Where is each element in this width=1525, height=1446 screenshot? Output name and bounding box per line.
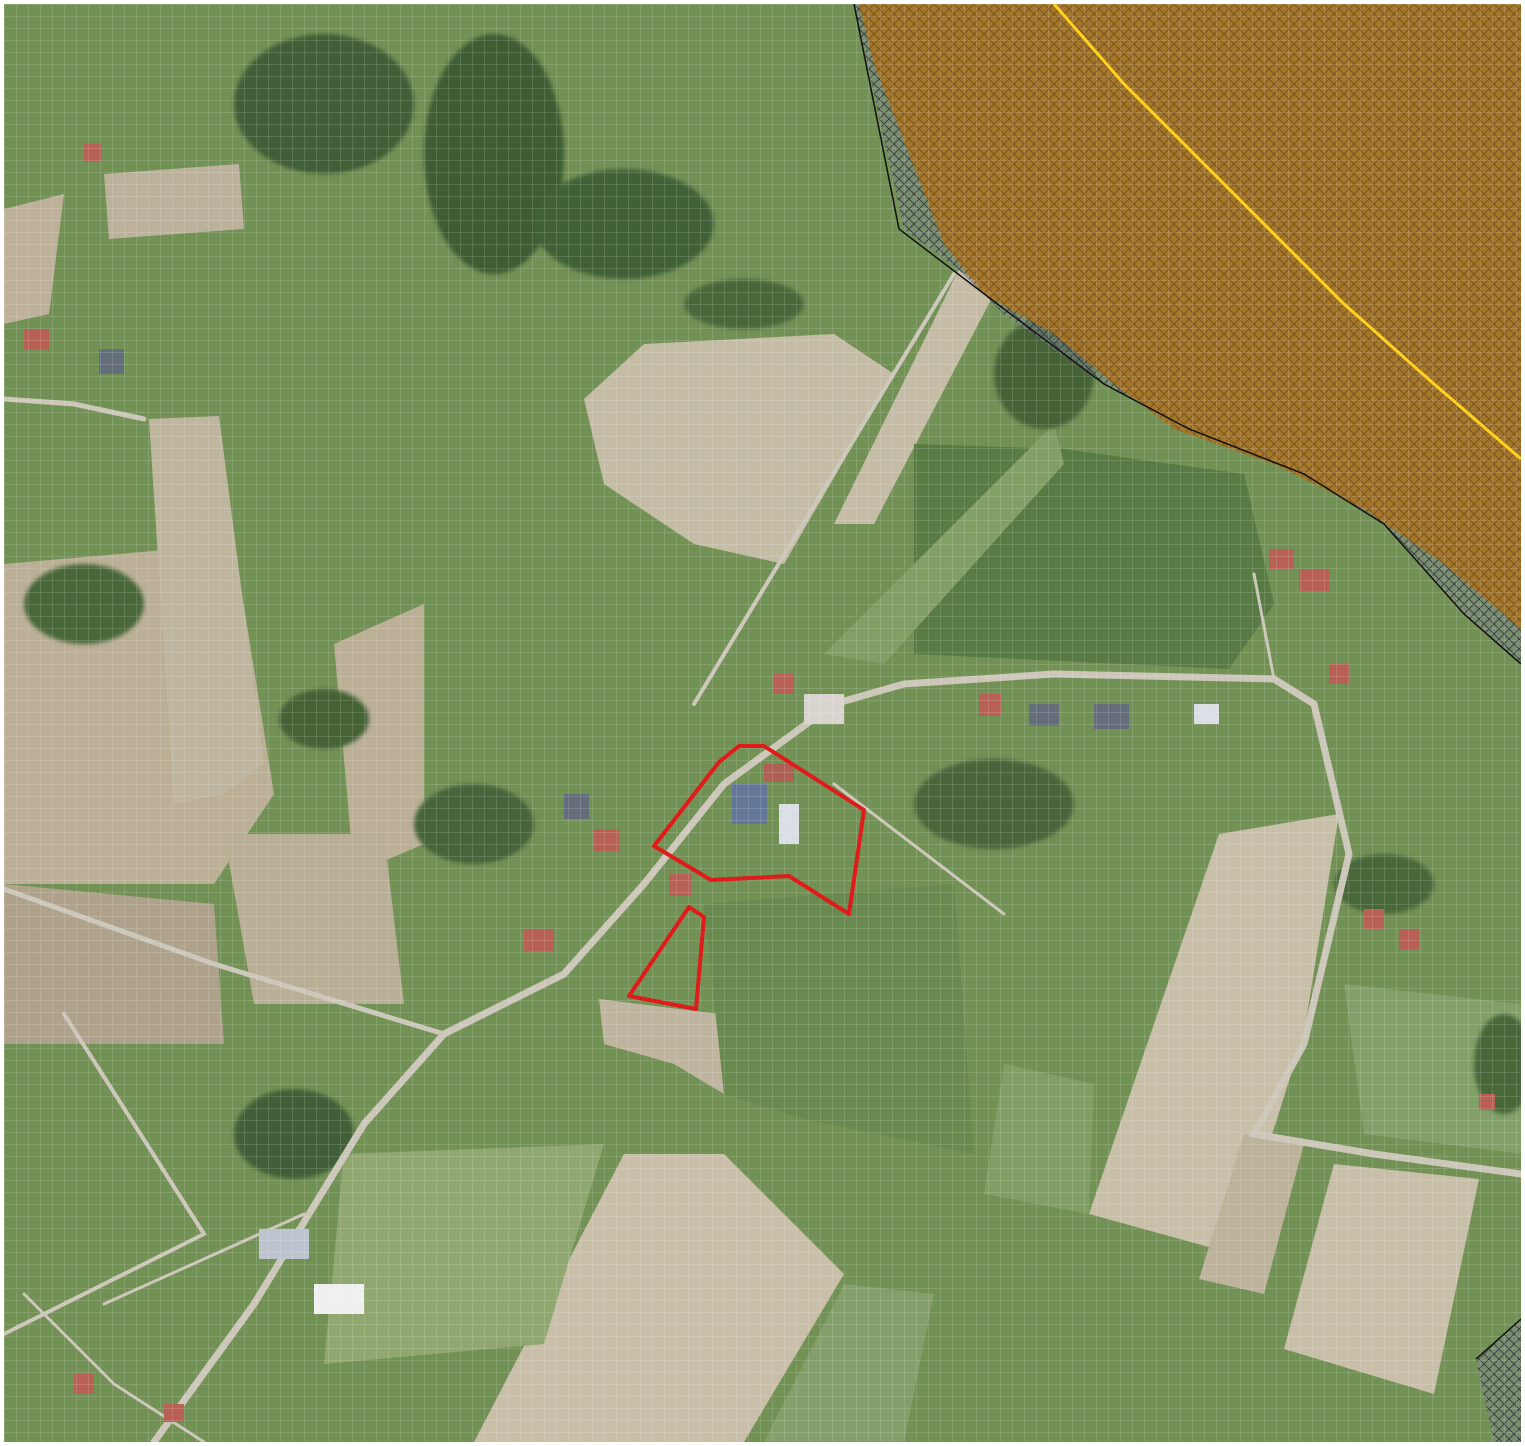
- highlighted-parcel-south[interactable]: [627, 905, 706, 1011]
- highlighted-parcel-north[interactable]: [652, 744, 866, 916]
- black-boundary-line: [1475, 1318, 1521, 1360]
- black-boundary-line: [853, 4, 1521, 665]
- map-viewport[interactable]: [4, 4, 1521, 1442]
- grid-overlay: [4, 4, 1521, 1442]
- yellow-boundary-line: [1052, 4, 1521, 461]
- tint-overlay: [4, 4, 1521, 1442]
- aerial-map[interactable]: [4, 4, 1521, 1442]
